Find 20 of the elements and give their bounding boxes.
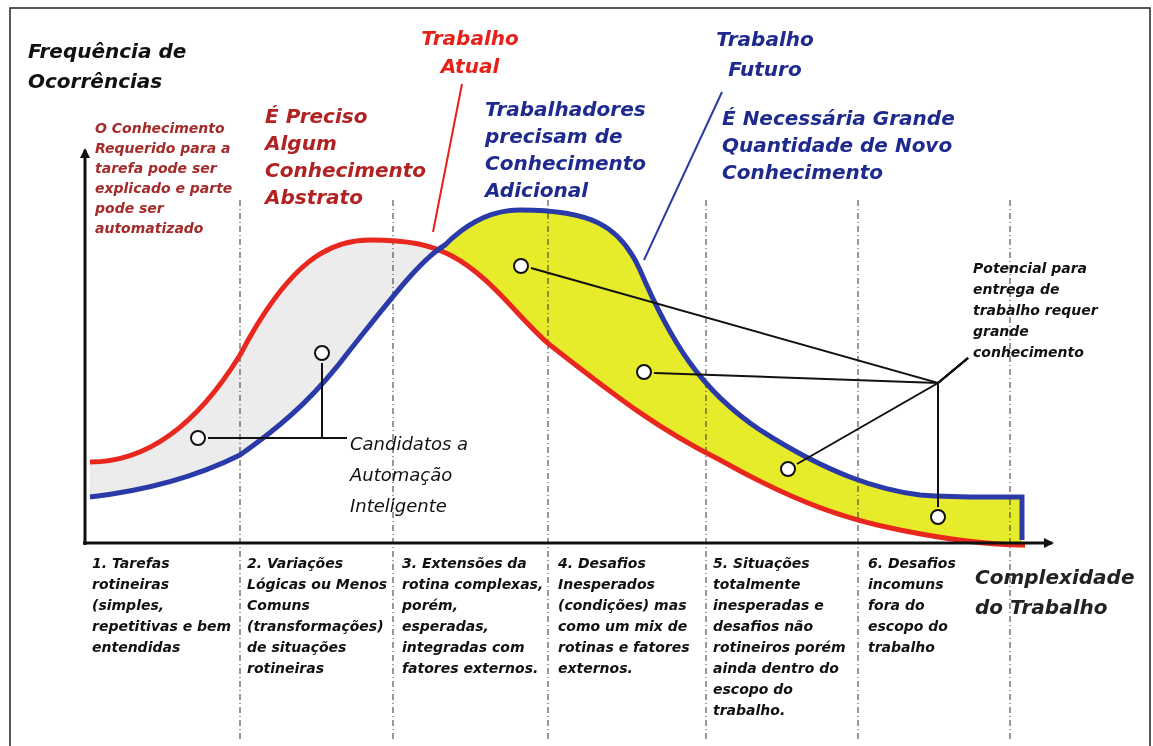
category-text: 5. Situações totalmente inesperadas e desafios não rotineiros porém ainda dentro do escopo do trabalho. [713, 554, 847, 720]
category-text: 2. Variações Lógicas ou Menos Comuns (transformações) de situações rotineiras [247, 554, 389, 678]
leader-line [321, 362, 348, 439]
leader-line [937, 357, 969, 508]
annotation-text: É Preciso Algum Conhecimento Abstrato [265, 103, 428, 211]
axis-title: Frequência de Ocorrências [28, 38, 188, 95]
leader-line [643, 91, 723, 261]
callout-text: Candidatos a Automação Inteligente [350, 428, 510, 521]
category-text: 4. Desafios Inesperados (condições) mas como um mix de rotinas e fatores externos. [558, 554, 691, 678]
callout-text: Trabalho Futuro [700, 24, 830, 84]
annotation-text: O Conhecimento Requerido para a tarefa pode ser explicado e parte pode ser automatizado [95, 119, 234, 238]
callout-text: Potencial para entrega de trabalho requer grande conhecimento [973, 258, 1123, 363]
axis-title: Complexidade do Trabalho [975, 564, 1136, 621]
category-text: 6. Desafios incomuns fora do escopo do trabalho [868, 554, 957, 657]
leader-line [432, 83, 463, 233]
callout-text: Trabalho Atual [400, 24, 540, 80]
annotation-text: É Necessária Grande Quantidade de Novo Conhecimento [722, 105, 956, 186]
annotation-text: Trabalhadores precisam de Conhecimento Adicional [485, 96, 648, 204]
category-text: 3. Extensões da rotina complexas, porém, esperadas, integradas com fatores externos. [402, 554, 545, 678]
category-text: 1. Tarefas rotineiras (simples, repetitivas e bem entendidas [92, 554, 233, 657]
